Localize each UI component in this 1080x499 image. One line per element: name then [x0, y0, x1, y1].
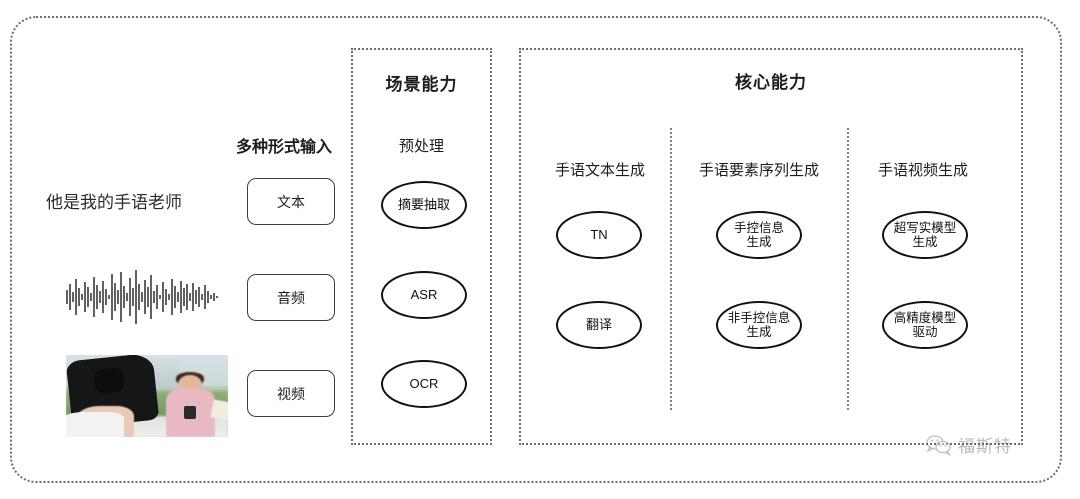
- thumbnail-reporter-head: [177, 374, 203, 395]
- sample-text-content: 他是我的手语老师: [46, 193, 182, 212]
- node-photorealistic-model-generation[interactable]: 超写实模型生成: [882, 211, 968, 259]
- node-non-manual-info-generation[interactable]: 非手控信息生成: [716, 301, 802, 349]
- audio-waveform-icon: [66, 270, 218, 324]
- modality-label-video: 视频: [277, 385, 305, 402]
- preprocessing-subtitle: 预处理: [398, 138, 444, 155]
- thumbnail-paper: [210, 399, 228, 421]
- overall-pipeline-frame: [10, 16, 1062, 483]
- node-label: OCR: [409, 375, 439, 391]
- watermark: 福斯特: [926, 432, 1012, 457]
- watermark-text: 福斯特: [958, 437, 1012, 456]
- modality-label-text: 文本: [277, 193, 305, 210]
- modality-label-audio: 音频: [277, 289, 305, 306]
- core-column-heading-sign-video: 手语视频生成: [877, 162, 968, 179]
- thumbnail-camera-lens: [93, 366, 126, 395]
- core-column-divider-1: [670, 128, 672, 410]
- thumbnail-microphone: [184, 405, 196, 419]
- input-section: 多种形式输入 他是我的手语老师: [20, 30, 340, 470]
- node-label: ASR: [410, 286, 438, 302]
- node-manual-info-generation[interactable]: 手控信息生成: [716, 211, 802, 259]
- modality-box-text[interactable]: 文本: [247, 178, 335, 225]
- node-asr[interactable]: ASR: [381, 271, 467, 319]
- scene-capability-title: 场景能力: [385, 75, 458, 94]
- node-tn[interactable]: TN: [556, 211, 642, 259]
- scene-capability-panel: 场景能力 预处理: [351, 48, 492, 445]
- node-high-precision-model-driving[interactable]: 高精度模型驱动: [882, 301, 968, 349]
- node-label: 非手控信息生成: [727, 310, 791, 339]
- core-column-heading-sign-text: 手语文本生成: [554, 162, 645, 179]
- modality-box-audio[interactable]: 音频: [247, 274, 335, 321]
- node-label: 手控信息生成: [733, 220, 784, 249]
- core-column-heading-sign-element-sequence: 手语要素序列生成: [698, 162, 819, 179]
- video-thumbnail-image: [66, 355, 228, 437]
- node-label: TN: [590, 226, 608, 242]
- node-label: 摘要抽取: [397, 196, 450, 212]
- node-translation[interactable]: 翻译: [556, 301, 642, 349]
- modality-box-video[interactable]: 视频: [247, 370, 335, 417]
- core-column-divider-2: [847, 128, 849, 410]
- node-summary-extraction[interactable]: 摘要抽取: [381, 181, 467, 229]
- node-label: 高精度模型驱动: [893, 310, 957, 339]
- node-ocr[interactable]: OCR: [381, 360, 467, 408]
- node-label: 翻译: [585, 316, 612, 332]
- input-section-heading: 多种形式输入: [236, 139, 333, 156]
- core-capability-title: 核心能力: [735, 73, 807, 92]
- node-label: 超写实模型生成: [893, 220, 957, 249]
- thumbnail-operator-shoulder: [66, 412, 125, 437]
- core-capability-panel: 核心能力: [519, 48, 1023, 445]
- wechat-icon: [926, 434, 952, 456]
